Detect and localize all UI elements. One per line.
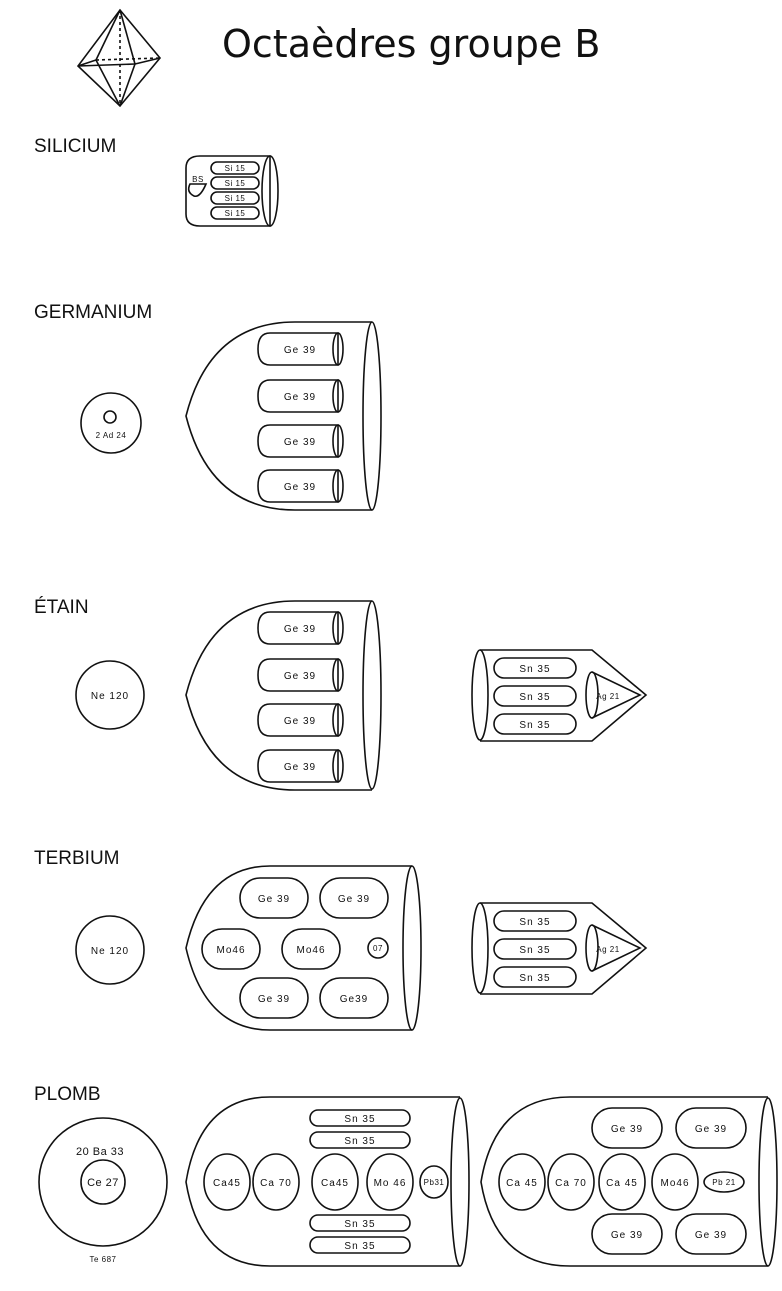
section-label-etain: ÉTAIN <box>34 597 89 618</box>
germanium-rod <box>257 469 339 503</box>
plomb2-middle-label: Ca 45 <box>606 1178 638 1189</box>
plomb-below-label: Te 687 <box>89 1255 116 1264</box>
germanium-core <box>80 392 142 454</box>
germanium-rod-label: Ge 39 <box>284 482 316 493</box>
plomb2-top-label: Ge 39 <box>611 1124 643 1135</box>
etain-rod-label: Ge 39 <box>284 624 316 635</box>
terbium-bottom-label: Ge39 <box>340 994 368 1005</box>
etain-unit <box>185 600 382 791</box>
plomb1-top-label: Sn 35 <box>344 1114 375 1125</box>
etain-rod-label: Ge 39 <box>284 762 316 773</box>
silicium-tip-label: BS <box>192 175 204 184</box>
silicium-rod <box>210 206 260 220</box>
germanium-rod-label: Ge 39 <box>284 345 316 356</box>
terbium-core-label: Ne 120 <box>91 946 129 957</box>
terbium-unit <box>185 865 422 1031</box>
etain-small-rod-label: Sn 35 <box>519 720 550 731</box>
terbium-small-rod-label: Sn 35 <box>519 973 550 984</box>
etain-rod-label: Ge 39 <box>284 716 316 727</box>
plomb-unit-1 <box>185 1096 470 1267</box>
etain-tip-label: Ag 21 <box>596 692 619 701</box>
germanium-unit <box>185 321 382 511</box>
silicium-rod <box>210 176 260 190</box>
section-label-germanium: GERMANIUM <box>34 302 153 323</box>
germanium-rod-label: Ge 39 <box>284 392 316 403</box>
etain-small-rod-label: Sn 35 <box>519 664 550 675</box>
terbium-bottom-label: Ge 39 <box>258 994 290 1005</box>
plomb2-middle-label: Ca 45 <box>506 1178 538 1189</box>
page-title: Octaèdres groupe B <box>222 22 601 66</box>
plomb2-middle-label: Ca 70 <box>555 1178 587 1189</box>
plomb1-top-label: Sn 35 <box>344 1136 375 1147</box>
germanium-rod <box>257 332 339 366</box>
plomb1-middle-label: Ca45 <box>321 1178 349 1189</box>
silicium-rod <box>210 191 260 205</box>
plomb2-bottom-label: Ge 39 <box>611 1230 643 1241</box>
plomb-inner-label: Ce 27 <box>87 1177 119 1189</box>
germanium-rod <box>257 424 339 458</box>
etain-core <box>75 660 145 730</box>
silicium-tip <box>187 183 208 198</box>
terbium-small-rod-label: Sn 35 <box>519 945 550 956</box>
terbium-middle-label: Mo46 <box>296 945 325 956</box>
etain-small-unit <box>471 649 648 742</box>
silicium-rod <box>210 161 260 175</box>
plomb1-bottom-label: Sn 35 <box>344 1219 375 1230</box>
plomb2-middle-label: Mo46 <box>660 1178 689 1189</box>
plomb2-bottom-label: Ge 39 <box>695 1230 727 1241</box>
octahedron-icon <box>76 8 162 108</box>
terbium-small-unit <box>471 902 648 995</box>
section-label-silicium: SILICIUM <box>34 136 117 157</box>
plomb1-middle-label: Pb31 <box>424 1178 445 1187</box>
silicium-rod-label: Si 15 <box>225 209 246 218</box>
plomb-unit-2 <box>480 1096 778 1267</box>
silicium-unit <box>185 155 279 227</box>
silicium-rod-label: Si 15 <box>225 179 246 188</box>
terbium-top-label: Ge 39 <box>258 894 290 905</box>
plomb1-bottom-label: Sn 35 <box>344 1241 375 1252</box>
terbium-core <box>75 915 145 985</box>
terbium-middle-label: Mo46 <box>216 945 245 956</box>
etain-small-rod-label: Sn 35 <box>519 692 550 703</box>
silicium-rod-label: Si 15 <box>225 164 246 173</box>
plomb-outer-label: 20 Ba 33 <box>76 1146 124 1158</box>
terbium-small-rod-label: Sn 35 <box>519 917 550 928</box>
plomb1-middle-label: Ca 70 <box>260 1178 292 1189</box>
plomb1-middle-label: Ca45 <box>213 1178 241 1189</box>
germanium-core-label: 2 Ad 24 <box>96 431 127 440</box>
section-label-terbium: TERBIUM <box>34 848 120 869</box>
terbium-tip-label: Ag 21 <box>596 945 619 954</box>
silicium-rod-label: Si 15 <box>225 194 246 203</box>
section-label-plomb: PLOMB <box>34 1084 101 1105</box>
germanium-rod <box>257 379 339 413</box>
plomb2-top-label: Ge 39 <box>695 1124 727 1135</box>
plomb2-middle-label: Pb 21 <box>712 1178 735 1187</box>
terbium-small-label: 07 <box>373 944 383 953</box>
germanium-rod-label: Ge 39 <box>284 437 316 448</box>
plomb-core <box>38 1117 168 1247</box>
etain-rod-label: Ge 39 <box>284 671 316 682</box>
etain-core-label: Ne 120 <box>91 691 129 702</box>
plomb1-middle-label: Mo 46 <box>374 1178 407 1189</box>
terbium-top-label: Ge 39 <box>338 894 370 905</box>
